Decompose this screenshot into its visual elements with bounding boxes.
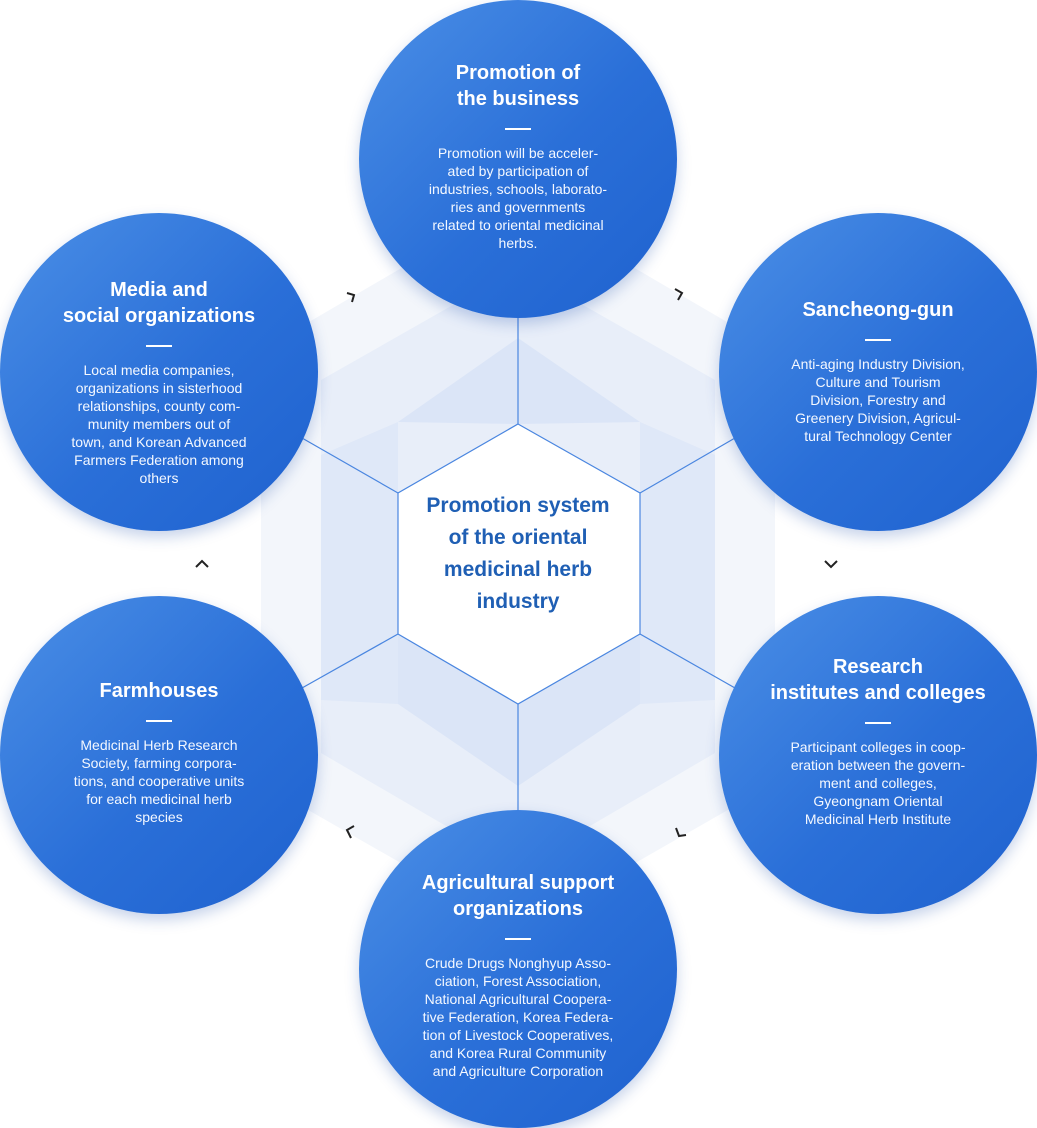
title-divider <box>505 938 531 940</box>
spoke-lower-right <box>639 633 736 689</box>
center-title: Promotion system of the oriental medicin… <box>426 494 610 613</box>
spoke-upper-right <box>639 437 736 494</box>
chevron-arrow-icon <box>345 825 355 839</box>
hexagon-facet-left <box>321 422 398 704</box>
title-divider <box>146 720 172 722</box>
chevron-arrow-icon <box>195 559 209 568</box>
chevron-arrow-icon <box>346 292 356 303</box>
node-title: Agricultural support organizations <box>421 872 615 920</box>
node-description: Participant colleges in coop- eration be… <box>790 739 966 827</box>
node-title: Farmhouses <box>99 680 219 702</box>
hexagon-facet-lower <box>398 634 640 786</box>
node-description: Medicinal Herb Research Society, farming… <box>73 737 245 825</box>
node-title: Research institutes and colleges <box>770 656 986 704</box>
chevron-arrow-icon <box>674 288 684 301</box>
chevron-arrow-icon <box>824 560 838 569</box>
title-divider <box>146 345 172 347</box>
node-title: Media and social organizations <box>62 279 256 327</box>
node-farmhouses: Farmhouses Medicinal Herb Research Socie… <box>0 596 318 914</box>
title-divider <box>865 722 891 724</box>
node-agricultural-support: Agricultural support organizations Crude… <box>359 810 677 1128</box>
spoke-upper-left <box>301 437 399 494</box>
node-research-institutes: Research institutes and colleges Partici… <box>719 596 1037 914</box>
title-divider <box>865 339 891 341</box>
node-title: Promotion of the business <box>455 62 581 110</box>
node-description: Anti-aging Industry Division, Culture an… <box>791 356 965 444</box>
node-description: Promotion will be acceler- ated by parti… <box>428 145 608 251</box>
title-divider <box>505 128 531 130</box>
node-title: Sancheong-gun <box>802 299 954 321</box>
spoke-lower-left <box>301 633 399 689</box>
node-promotion-of-business: Promotion of the business Promotion will… <box>359 0 677 318</box>
node-description: Crude Drugs Nonghyup Asso- ciation, Fore… <box>422 955 614 1079</box>
hexagon-facet-right <box>640 422 715 704</box>
hexagon-facet-upper <box>398 338 640 424</box>
node-description: Local media companies, organizations in … <box>71 362 247 486</box>
node-media-social-organizations: Media and social organizations Local med… <box>0 213 318 531</box>
chevron-arrow-icon <box>675 827 687 838</box>
node-sancheong-gun: Sancheong-gun Anti-aging Industry Divisi… <box>719 213 1037 531</box>
